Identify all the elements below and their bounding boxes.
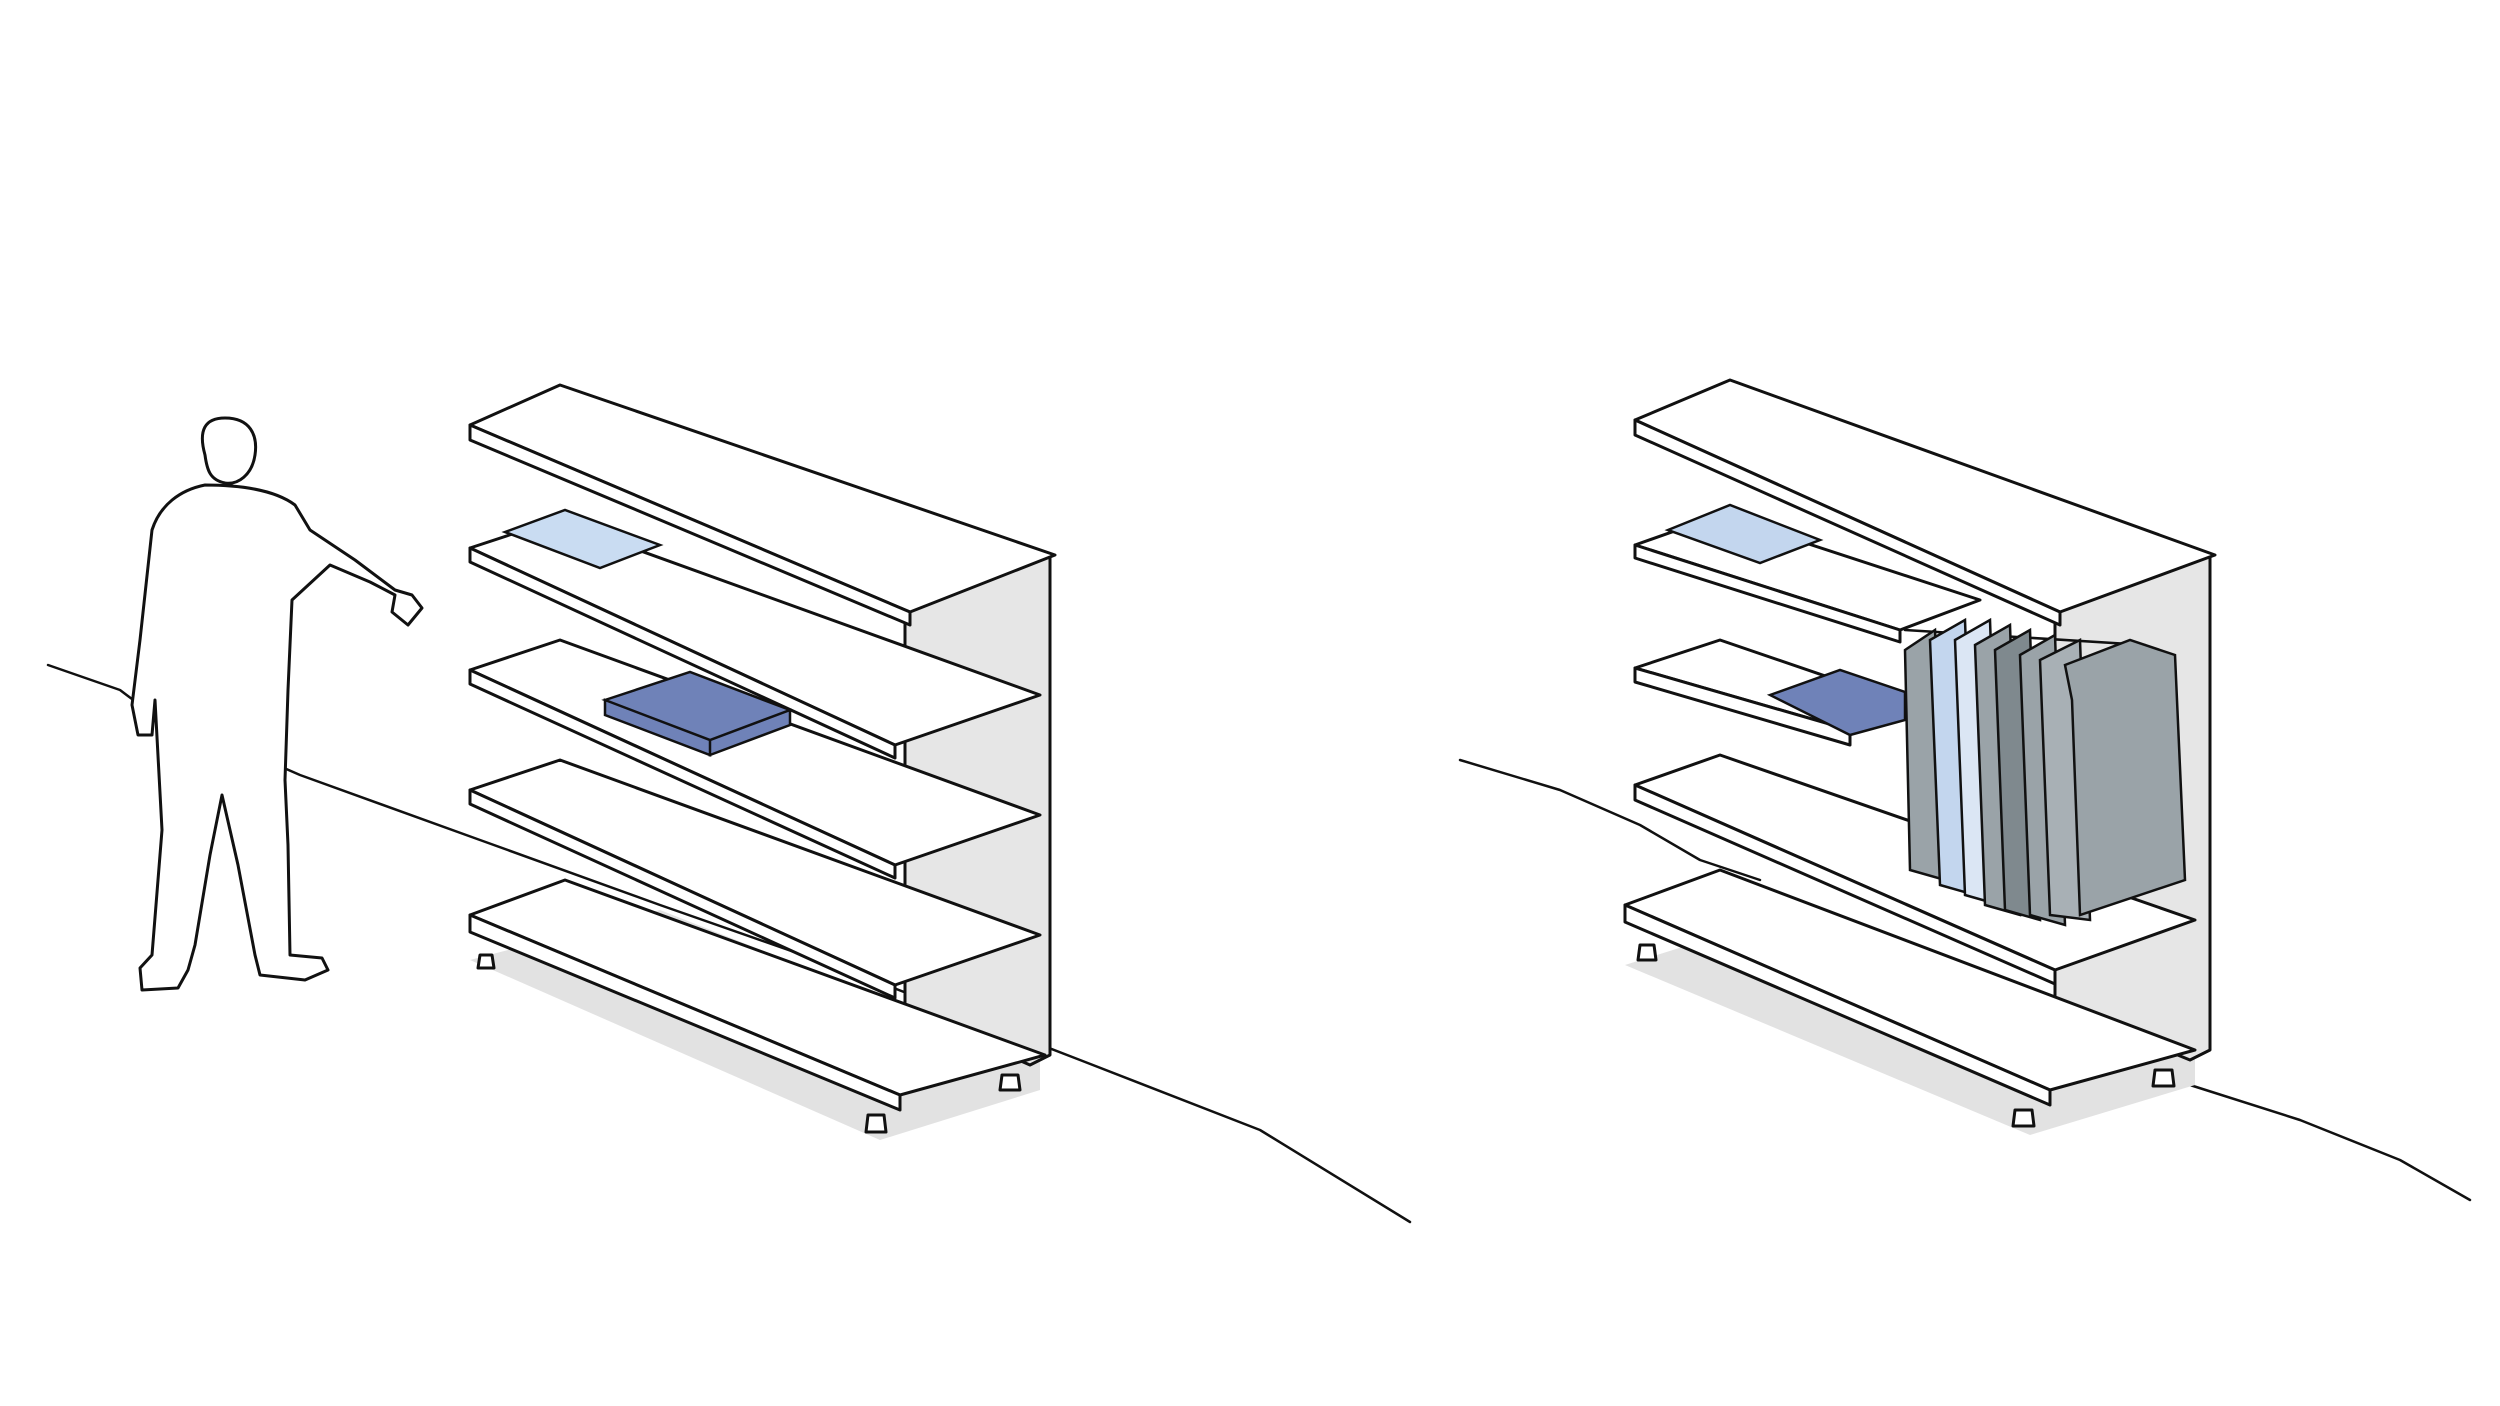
shelf-left-4-edge xyxy=(468,788,897,1000)
shelf-right-3-edge xyxy=(1633,666,1852,747)
shelf-left-foot-3 xyxy=(998,1073,1022,1092)
folded-shirt-stack-icon xyxy=(601,670,794,757)
floor-lines xyxy=(46,663,2472,1224)
shelving-unit-with-hanging-rail-icon xyxy=(1623,378,2217,1135)
folded-shirt-stack-icon xyxy=(1766,668,1907,737)
shelf-right-4-edge xyxy=(1633,783,2057,986)
shelf-left-bottom-edge xyxy=(468,913,902,1112)
hanging-garments xyxy=(1903,617,2187,927)
floor-line-left xyxy=(46,663,1412,1224)
hanging-garment-icon xyxy=(2063,638,2187,917)
shelf-left-top-edge xyxy=(468,423,912,627)
person-figure-icon xyxy=(130,416,424,992)
shelf-right-foot-2 xyxy=(2011,1108,2036,1128)
shelving-unit-icon xyxy=(468,383,1057,1140)
shelf-right-2-edge xyxy=(1633,543,1902,644)
shelf-right-foot-3 xyxy=(2151,1068,2176,1088)
folded-shirt-icon xyxy=(501,508,664,570)
person-body xyxy=(130,483,424,992)
shelf-right-bottom-edge xyxy=(1623,903,2052,1107)
folded-shirt-icon xyxy=(1664,503,1824,565)
shelf-left-foot-2 xyxy=(864,1113,888,1134)
shelf-right-top-edge xyxy=(1633,418,2062,627)
floor-line-right-end xyxy=(2188,1083,2472,1202)
person-head xyxy=(200,416,258,485)
shelf-left-foot-1 xyxy=(476,953,496,970)
floor-line-right xyxy=(1458,758,1762,882)
shelf-right-foot-1 xyxy=(1636,943,1658,962)
shelf-left-3-edge xyxy=(468,668,897,880)
shelf-left-2-edge xyxy=(468,546,897,760)
